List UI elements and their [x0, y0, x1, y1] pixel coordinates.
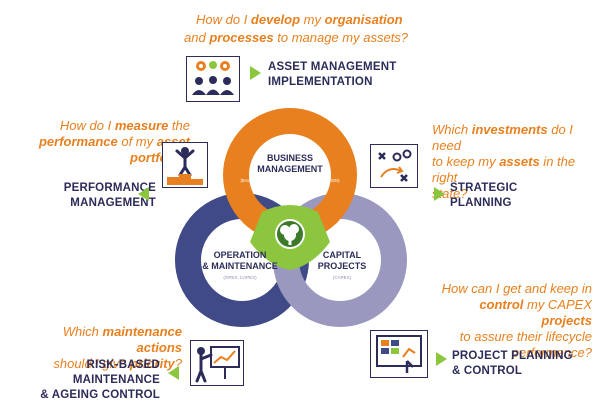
top-label: ASSET MANAGEMENT IMPLEMENTATION [268, 60, 396, 90]
team-gears-icon [186, 56, 240, 102]
top-arrow-icon [250, 66, 261, 80]
presenter-chart-icon [190, 340, 244, 386]
text-segment: in the right [432, 154, 576, 185]
text-segment: to manage my assets? [273, 30, 409, 45]
project-board-icon [370, 330, 428, 378]
label-line: ASSET MANAGEMENT [268, 61, 397, 73]
label-line: PLANNING [450, 197, 512, 209]
bottom-left-arrow-icon [168, 366, 179, 380]
business-label-1: BUSINESS [267, 153, 313, 163]
text-segment: the [168, 118, 190, 133]
question-line: performance? [430, 345, 592, 361]
text-emphasis: performance [38, 134, 118, 149]
text-segment: and [184, 30, 210, 45]
text-emphasis: priority [129, 356, 175, 371]
text-emphasis: investments [471, 122, 548, 137]
text-segment: How do I [59, 118, 115, 133]
left-arrow-icon [138, 187, 149, 201]
text-segment: How can I get and keep in [441, 281, 592, 296]
text-emphasis: control [479, 297, 524, 312]
capital-label-1: CAPITAL [323, 250, 362, 260]
text-segment: my CAPEX [523, 297, 592, 312]
question-line: control my CAPEX projects [430, 297, 592, 329]
top-question-line-2: and processes to manage my assets? [184, 30, 408, 46]
right-arrow-icon [434, 187, 445, 201]
text-segment: to keep my [432, 154, 500, 169]
business-sub: (BALANCE SHEET, PROFITS & GOAL DEFINITIO… [241, 178, 341, 183]
operation-label-1: OPERATION [214, 250, 267, 260]
label-line: & CONTROL [452, 365, 523, 377]
label-line: PROJECT PLANNING [452, 350, 573, 362]
strategy-board-icon [370, 144, 418, 188]
question-line: How do I measure the [30, 118, 190, 134]
operation-sub: (OPEX, CAPEX) [223, 275, 257, 280]
text-segment: should I give [53, 356, 130, 371]
top-question-line-1: How do I develop my organisation [196, 12, 403, 28]
bottom-left-question: Which maintenance actions should I give … [18, 324, 182, 372]
label-line: STRATEGIC [450, 182, 518, 194]
tree-logo-icon [275, 219, 305, 249]
question-line: to assure their lifecycle [430, 329, 592, 345]
label-line: IMPLEMENTATION [268, 76, 373, 88]
text-segment: of my [117, 134, 157, 149]
text-segment: performance? [511, 345, 592, 360]
text-segment: do I need [432, 122, 573, 153]
bottom-right-question: How can I get and keep in control my CAP… [430, 281, 592, 361]
text-emphasis: organisation [324, 12, 403, 27]
question-line: should I give priority? [18, 356, 182, 372]
question-line: to keep my assets in the right [432, 154, 600, 186]
label-line: RISK-BASED MAINTENANCE [72, 359, 160, 386]
text-segment: How do I [196, 12, 251, 27]
right-label: STRATEGIC PLANNING [450, 181, 517, 211]
capital-label-2: PROJECTS [318, 261, 367, 271]
bottom-left-label: RISK-BASED MAINTENANCE & AGEING CONTROL [8, 358, 160, 403]
text-segment: Which [432, 122, 472, 137]
right-question: Which investments do I need to keep my a… [432, 122, 600, 202]
question-line: Which maintenance actions [18, 324, 182, 356]
text-emphasis: assets [499, 154, 540, 169]
text-emphasis: develop [250, 12, 301, 27]
capital-sub: (CAPEX) [333, 275, 352, 280]
question-line: How can I get and keep in [430, 281, 592, 297]
podium-winner-icon [162, 142, 208, 188]
text-segment: Which [62, 324, 103, 339]
text-emphasis: maintenance actions [102, 324, 182, 355]
text-segment: my [300, 12, 325, 27]
label-line: PERFORMANCE [63, 182, 156, 194]
business-label-2: MANAGEMENT [257, 164, 323, 174]
text-segment: to assure their lifecycle [459, 329, 592, 344]
text-emphasis: projects [541, 313, 592, 328]
label-line: & AGEING CONTROL [40, 389, 160, 401]
bottom-right-arrow-icon [436, 352, 447, 366]
text-segment: ? [174, 356, 182, 371]
text-emphasis: measure [114, 118, 169, 133]
left-label: PERFORMANCE MANAGEMENT [56, 181, 156, 211]
text-emphasis: processes [209, 30, 274, 45]
question-line: Which investments do I need [432, 122, 600, 154]
bottom-right-label: PROJECT PLANNING & CONTROL [452, 349, 573, 379]
operation-label-2: & MAINTENANCE [202, 261, 278, 271]
label-line: MANAGEMENT [70, 197, 156, 209]
